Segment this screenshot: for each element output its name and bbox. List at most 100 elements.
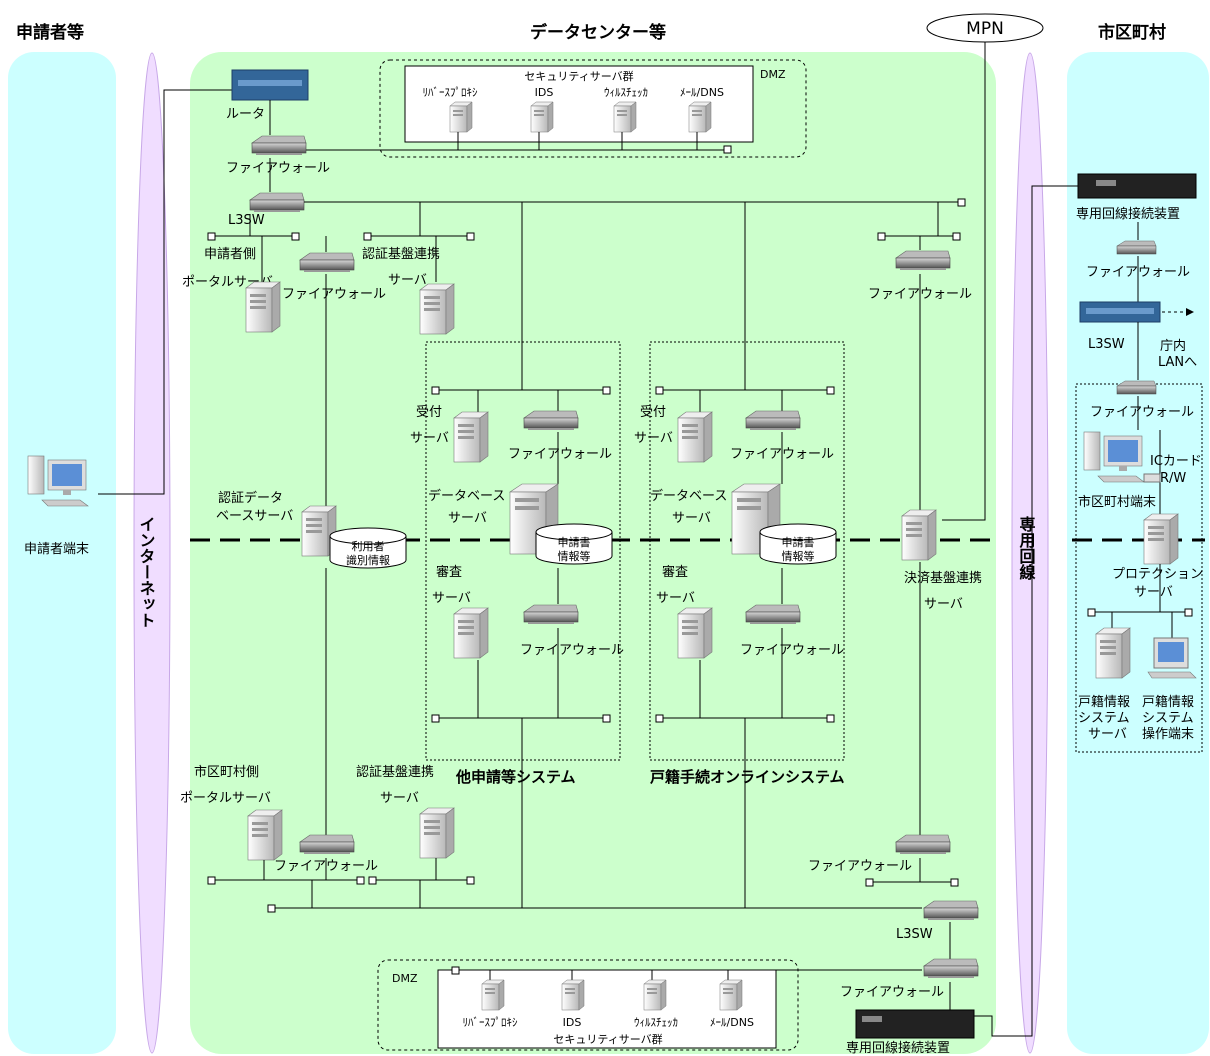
auth-link-label: 認証基盤連携 xyxy=(362,246,440,262)
firewall-label: ファイアウォール xyxy=(808,859,912,874)
dmz-tag-top: DMZ xyxy=(760,68,786,81)
dmz-server-label: ｳｨﾙｽﾁｪｯｶ xyxy=(604,86,648,99)
koseki-server-label: サーバ xyxy=(1088,727,1127,742)
mpn-label: MPN xyxy=(966,19,1004,39)
dmz-server-label: ﾒｰﾙ/DNS xyxy=(710,1016,754,1029)
municipality-zone xyxy=(1067,52,1209,1054)
protection-server-icon xyxy=(1143,513,1179,565)
dmz-server-label: ﾘﾊﾞｰｽﾌﾟﾛｷｼ xyxy=(423,86,478,99)
review-server-icon xyxy=(453,607,489,659)
receive-server-icon xyxy=(677,411,713,463)
firewall-label: ファイアウォール xyxy=(740,643,844,658)
firewall-label: ファイアウォール xyxy=(508,447,612,462)
review-label: 審査 xyxy=(436,565,462,580)
firewall-icon xyxy=(523,604,579,625)
auth-link-server-icon xyxy=(419,283,455,335)
firewall-icon xyxy=(299,252,355,273)
leased-line-device-icon xyxy=(1077,173,1197,199)
dmz-top-box xyxy=(379,59,807,158)
muni-portal-server-icon xyxy=(247,809,283,861)
koseki-server-label: 戸籍情報 xyxy=(1078,694,1130,710)
leased-line-device-icon xyxy=(855,1009,975,1039)
other-system-label: 他申請等システム xyxy=(455,768,576,786)
firewall-icon xyxy=(745,410,801,431)
ic-card-reader-icon xyxy=(1143,473,1161,483)
firewall-icon xyxy=(923,958,979,979)
firewall-icon xyxy=(745,604,801,625)
applicant-portal-server-icon xyxy=(245,281,281,333)
koseki-terminal-label: 操作端末 xyxy=(1142,726,1194,742)
ic-card-label: R/W xyxy=(1160,471,1186,486)
municipality-system-box xyxy=(1075,383,1203,753)
firewall-label: ファイアウォール xyxy=(282,287,386,302)
other-system-box xyxy=(425,341,621,761)
dmz-server-label: IDS xyxy=(563,1016,582,1029)
leased-line-label: 専用回線 xyxy=(1017,516,1036,581)
review-label: 審査 xyxy=(662,565,688,580)
review-label: サーバ xyxy=(432,591,471,606)
koseki-terminal-label: 戸籍情報 xyxy=(1142,694,1194,710)
firewall-label: ファイアウォール xyxy=(226,161,330,176)
receive-server-icon xyxy=(453,411,489,463)
firewall-icon xyxy=(523,410,579,431)
application-info-label: 申請書 xyxy=(782,535,815,549)
dmz-server-label: ﾘﾊﾞｰｽﾌﾟﾛｷｼ xyxy=(463,1016,518,1029)
firewall-icon xyxy=(299,834,355,855)
payment-label: サーバ xyxy=(924,597,963,612)
protection-label: プロテクション xyxy=(1112,567,1203,582)
koseki-terminal-label: システム xyxy=(1142,711,1194,726)
firewall-icon xyxy=(1116,240,1157,255)
dmz-bottom-box xyxy=(377,959,799,1051)
l3sw-label: L3SW xyxy=(896,927,933,942)
auth-db-label: ベースサーバ xyxy=(216,509,293,524)
virus-checker-icon xyxy=(613,101,637,133)
auth-link-label: 認証基盤連携 xyxy=(356,764,434,780)
application-info-label: 申請書 xyxy=(558,535,591,549)
municipality-terminal-label: 市区町村端末 xyxy=(1078,494,1156,510)
protection-label: サーバ xyxy=(1134,585,1173,600)
dmz-server-label: ｳｨﾙｽﾁｪｯｶ xyxy=(634,1016,678,1029)
review-server-icon xyxy=(677,607,713,659)
receive-label: 受付 xyxy=(416,405,442,420)
receive-label: サーバ xyxy=(410,431,449,446)
receive-label: 受付 xyxy=(640,405,666,420)
firewall-label: ファイアウォール xyxy=(520,643,624,658)
dmz-tag-bottom: DMZ xyxy=(392,972,418,985)
ic-card-label: ICカード xyxy=(1150,454,1202,469)
to-lan-label: 庁内 xyxy=(1160,338,1186,354)
leased-device-label: 専用回線接続装置 xyxy=(846,1040,950,1056)
user-info-label: 識別情報 xyxy=(346,554,390,567)
security-servers-title: セキュリティサーバ群 xyxy=(524,69,633,83)
reverse-proxy-icon xyxy=(481,979,505,1011)
database-label: データベース xyxy=(428,488,505,504)
header-applicants: 申請者等 xyxy=(16,22,84,43)
mail-dns-server-icon xyxy=(719,979,743,1011)
header-municipality: 市区町村 xyxy=(1098,22,1166,43)
security-servers-title: セキュリティサーバ群 xyxy=(553,1032,662,1046)
header-datacenter: データセンター等 xyxy=(530,22,666,43)
l3sw-icon xyxy=(923,900,979,921)
application-info-label: 情報等 xyxy=(558,549,591,563)
auth-link-server-icon xyxy=(419,807,455,859)
muni-portal-label: 市区町村側 xyxy=(194,764,259,780)
auth-link-label: サーバ xyxy=(388,273,427,288)
payment-server-icon xyxy=(901,509,937,561)
virus-checker-icon xyxy=(643,979,667,1011)
internet-band xyxy=(133,52,171,1054)
review-label: サーバ xyxy=(656,591,695,606)
firewall-label: ファイアウォール xyxy=(1090,405,1194,420)
reverse-proxy-icon xyxy=(449,101,473,133)
leased-device-label: 専用回線接続装置 xyxy=(1076,206,1180,222)
payment-label: 決済基盤連携 xyxy=(904,570,982,586)
internet-label: インターネット xyxy=(137,516,156,628)
auth-db-label: 認証データ xyxy=(218,490,283,506)
koseki-server-label: システム xyxy=(1078,711,1130,726)
applicant-portal-label: 申請者側 xyxy=(204,247,256,262)
l3sw-label: L3SW xyxy=(228,213,265,228)
application-info-label: 情報等 xyxy=(782,549,815,563)
router-label: ルータ xyxy=(226,107,265,122)
ids-server-icon xyxy=(561,979,585,1011)
koseki-info-server-icon xyxy=(1095,627,1131,679)
firewall-icon xyxy=(895,250,951,271)
